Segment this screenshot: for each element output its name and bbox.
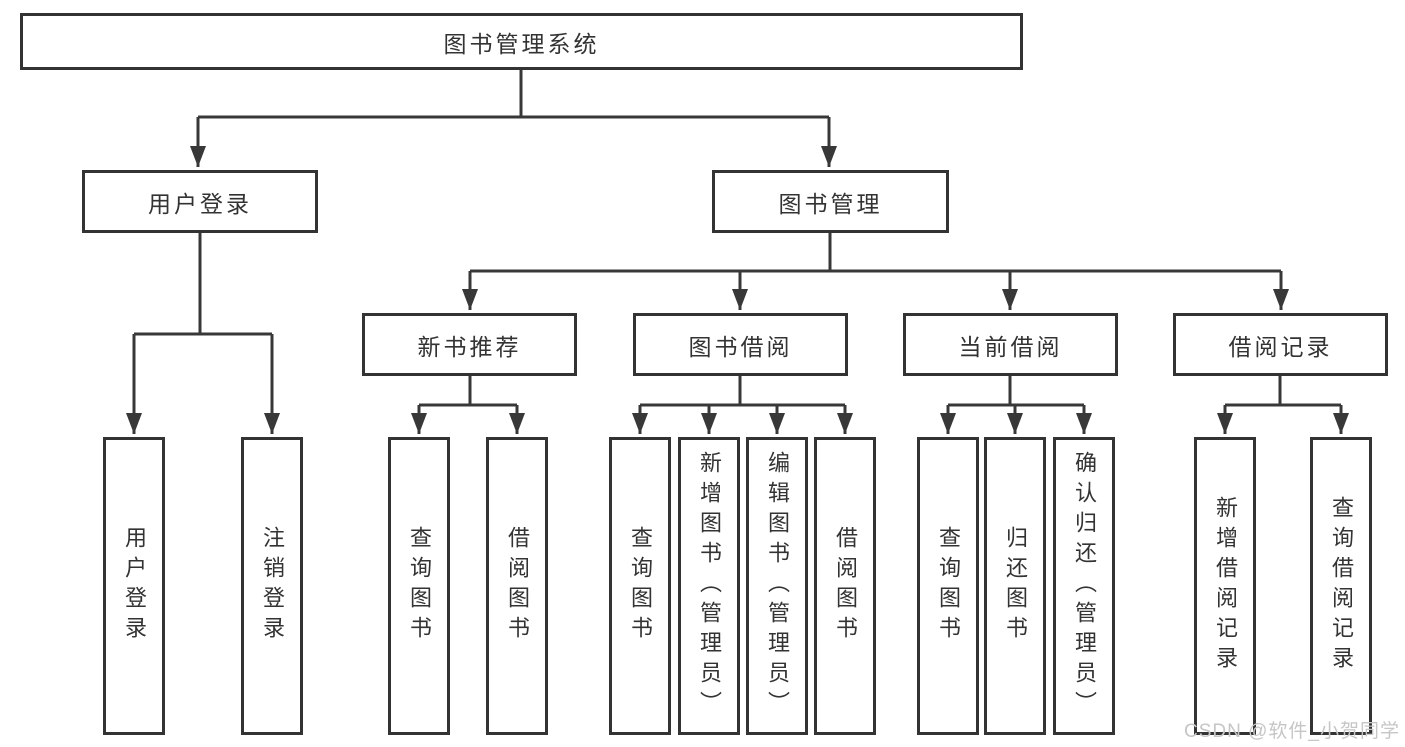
node-library-management-system: 图书管理系统	[20, 13, 1023, 70]
connector-new-book-group	[411, 376, 525, 434]
node-leaf-edit-book-admin: 编辑图书（管理员）	[746, 437, 808, 735]
node-leaf-add-borrow-record: 新增借阅记录	[1194, 437, 1256, 735]
connector-borrow-records-group	[1217, 376, 1349, 434]
node-leaf-logout: 注销登录	[241, 437, 303, 735]
node-new-book-recommendation: 新书推荐	[362, 313, 577, 376]
node-book-management: 图书管理	[712, 170, 949, 233]
node-leaf-query-books-rec: 查询图书	[388, 437, 450, 735]
node-borrowing-records: 借阅记录	[1173, 313, 1388, 376]
connector-current-borrow-group	[940, 376, 1092, 434]
connector-book-mgmt-group	[462, 233, 1289, 310]
node-book-borrowing: 图书借阅	[633, 313, 848, 376]
node-leaf-return-book: 归还图书	[984, 437, 1046, 735]
node-leaf-borrow-books: 借阅图书	[814, 437, 876, 735]
node-user-login: 用户登录	[82, 170, 318, 233]
node-current-borrowing: 当前借阅	[903, 313, 1118, 376]
connector-user-login-group	[126, 233, 280, 434]
connector-root-group	[190, 70, 837, 167]
node-leaf-query-borrow-record: 查询借阅记录	[1310, 437, 1372, 735]
connector-book-borrow-group	[632, 376, 853, 434]
node-leaf-query-books-borrow: 查询图书	[609, 437, 671, 735]
csdn-watermark: CSDN @软件_小贺同学	[1184, 721, 1400, 742]
node-leaf-user-login: 用户登录	[103, 437, 165, 735]
node-leaf-borrow-books-rec: 借阅图书	[486, 437, 548, 735]
node-leaf-confirm-return-admin: 确认归还（管理员）	[1053, 437, 1115, 735]
node-leaf-add-book-admin: 新增图书（管理员）	[678, 437, 740, 735]
node-leaf-query-books-current: 查询图书	[917, 437, 979, 735]
